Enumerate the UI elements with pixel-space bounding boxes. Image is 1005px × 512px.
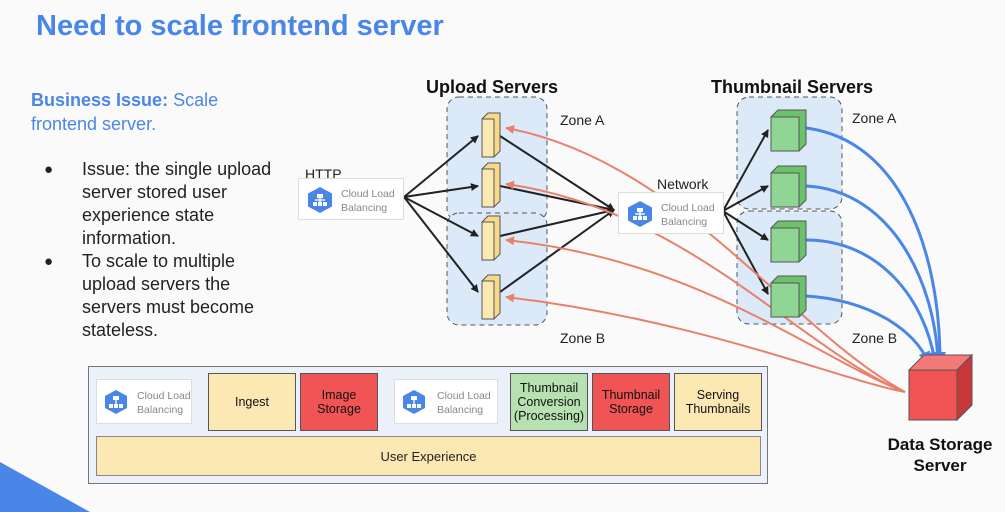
business-issue-label: Business Issue: (31, 90, 169, 110)
business-issue: Business Issue: Scale frontend server. (31, 88, 261, 136)
thumbnail-server (770, 165, 807, 208)
user-experience-bar: User Experience (96, 436, 761, 476)
blue-arrows (805, 126, 946, 364)
bullet-item: Issue: the single upload server stored u… (44, 158, 294, 250)
data-storage-label: Data Storage Server (887, 435, 993, 475)
thumbnail-server (770, 275, 807, 318)
thumbnail-servers-header: Thumbnail Servers (711, 77, 874, 97)
load-balancer-icon (308, 187, 332, 213)
load-balancer-icon (105, 390, 127, 414)
thumb-zone-b-label: Zone B (852, 330, 898, 346)
thumbnail-server (770, 220, 807, 263)
image-storage-box: Image Storage (300, 373, 378, 431)
corner-accent (0, 462, 90, 512)
bullet-item: To scale to multiple upload servers the … (44, 250, 294, 342)
thumbnail-conversion-box: Thumbnail Conversion (Processing) (510, 373, 588, 431)
upload-server (481, 215, 501, 261)
thumb-zone-a-label: Zone A (852, 110, 897, 126)
serving-thumbnails-box: Serving Thumbnails (674, 373, 762, 431)
upload-server (481, 112, 501, 158)
load-balancer-icon (403, 390, 425, 414)
business-issue-text: Scale frontend server. (31, 90, 219, 134)
upload-server (481, 274, 501, 320)
load-balancer-icon (628, 201, 652, 227)
thumbnail-server (770, 109, 807, 152)
issue-bullets: Issue: the single upload server stored u… (44, 158, 294, 342)
network-label: Network (657, 176, 709, 192)
slide-title: Need to scale frontend server (36, 10, 444, 42)
upload-servers-header: Upload Servers (426, 77, 559, 97)
upload-server (481, 162, 501, 208)
thumb-zone-a (736, 96, 843, 210)
thumbnail-storage-box: Thumbnail Storage (592, 373, 670, 431)
red-arrows (505, 125, 906, 393)
data-storage-cube (907, 353, 974, 422)
upload-zone-a-label: Zone A (560, 112, 605, 128)
upload-zone-b-label: Zone B (560, 330, 606, 346)
ingest-box: Ingest (208, 373, 296, 431)
